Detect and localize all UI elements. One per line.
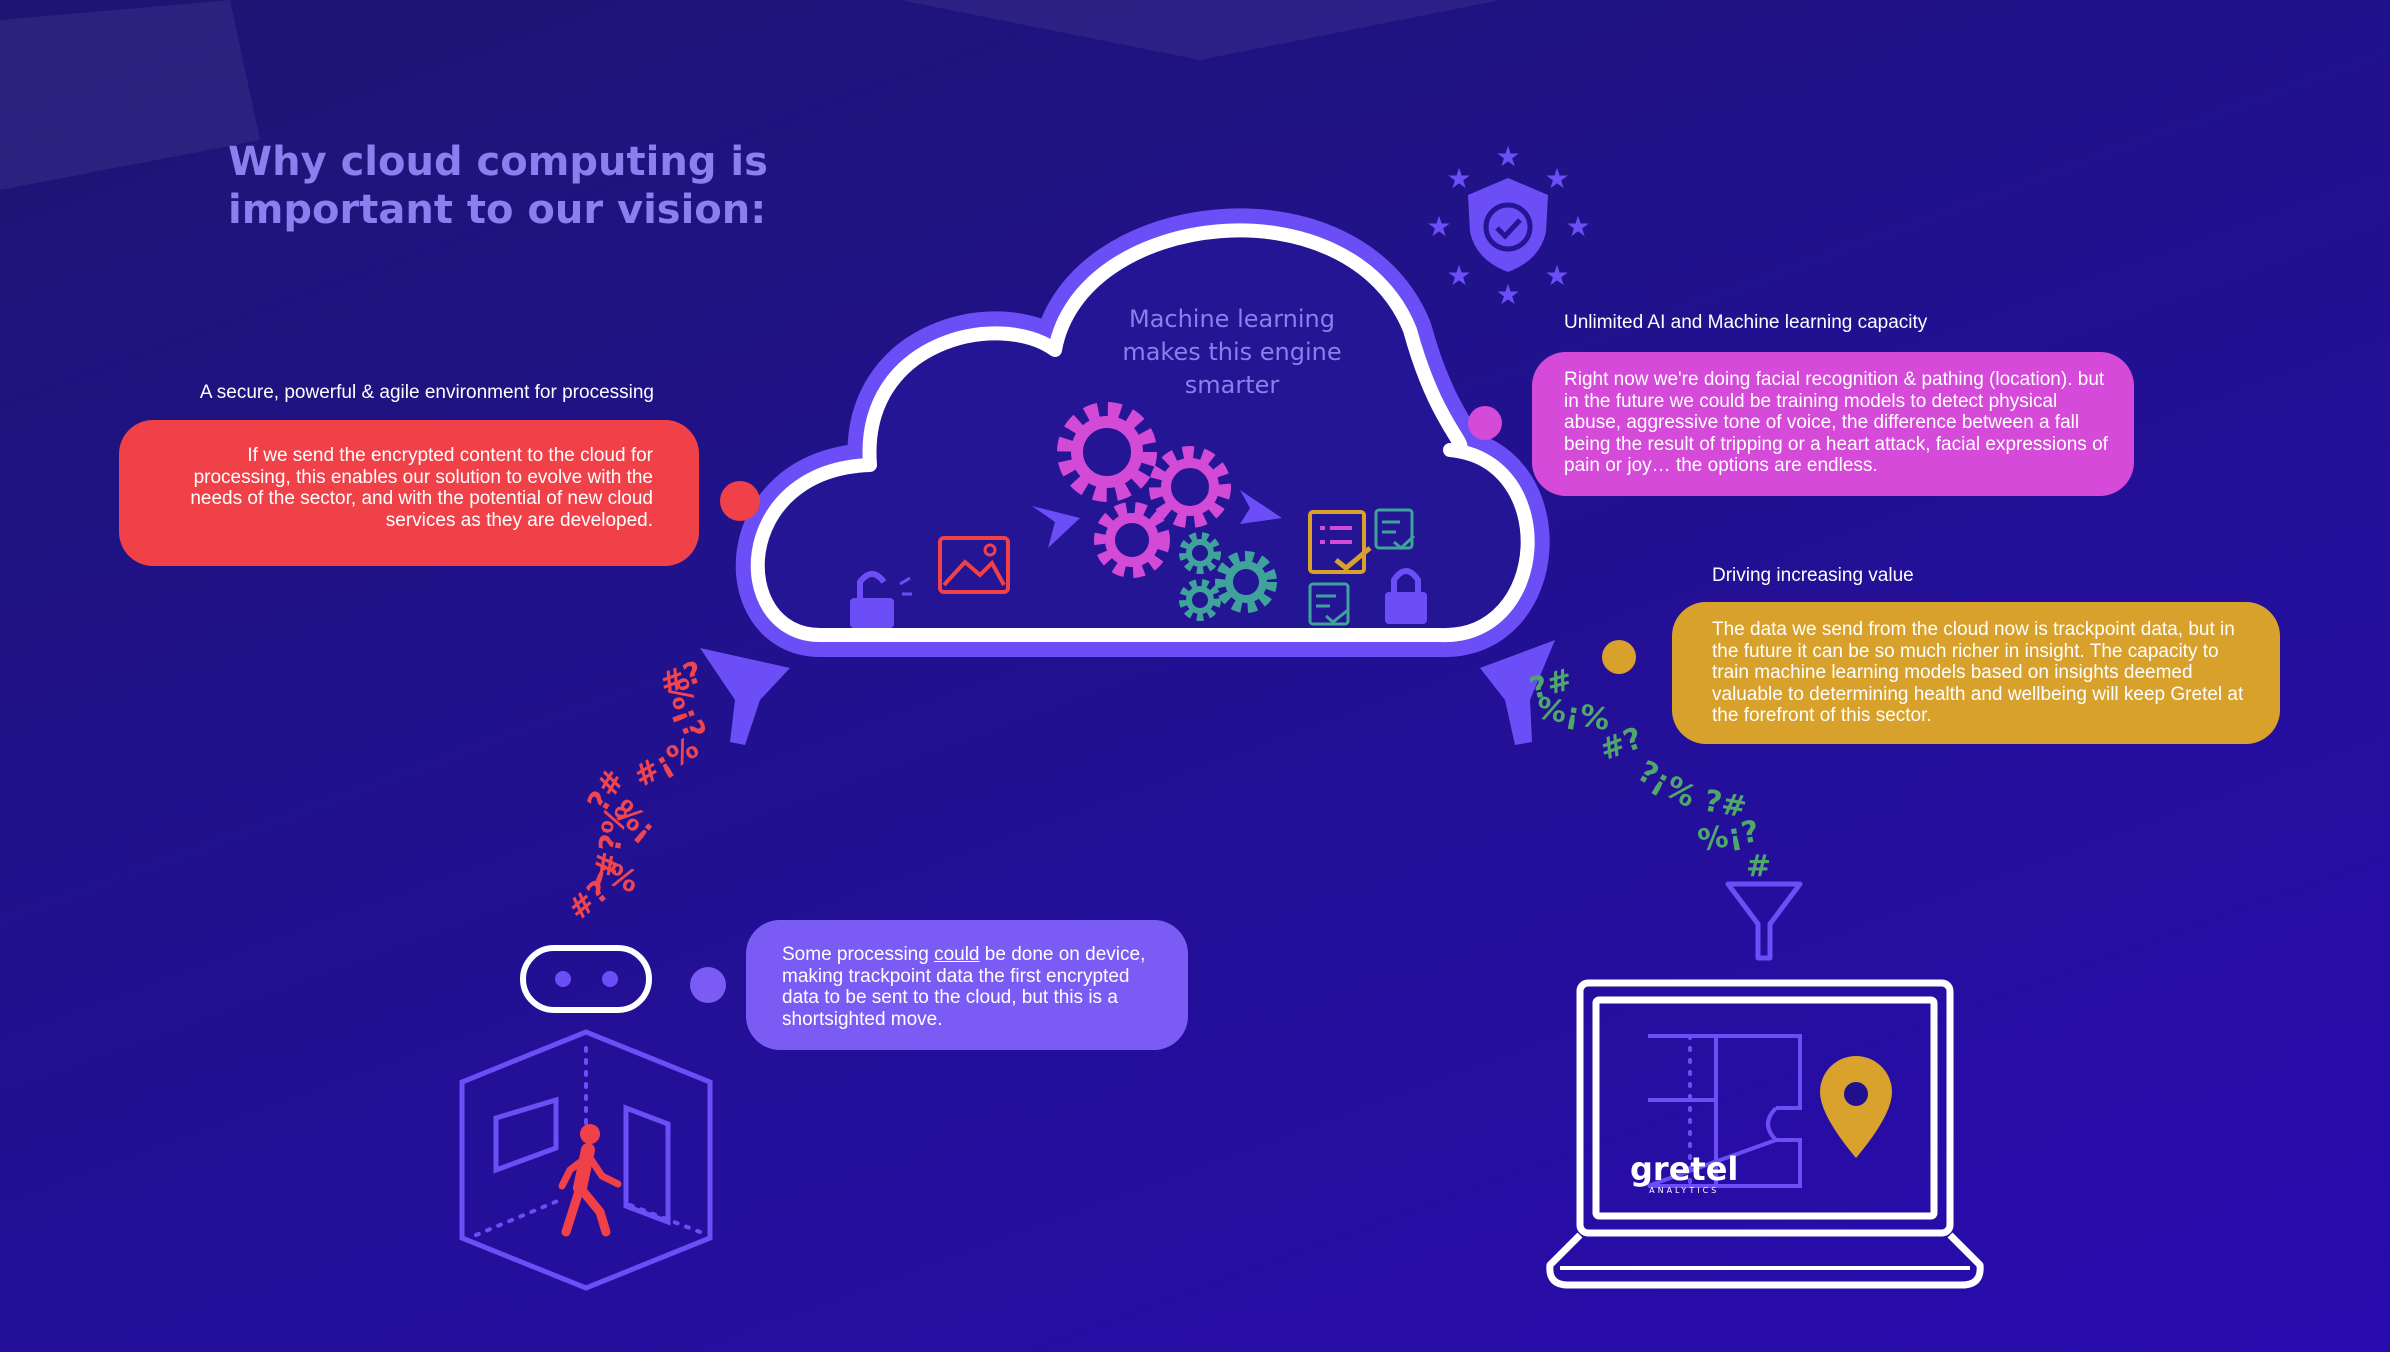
shield-check-icon	[1468, 178, 1548, 272]
output-arrow-icon	[1240, 490, 1282, 524]
ai-bubble: Right now we're doing facial recognition…	[1532, 352, 2134, 496]
secure-connector-dot	[720, 481, 760, 521]
magenta-gear-medium-icon	[1149, 446, 1231, 528]
laptop-icon	[1546, 979, 1984, 1289]
svg-text:★: ★	[1446, 162, 1471, 195]
value-heading: Driving increasing value	[1712, 565, 1914, 586]
ai-connector-dot	[1468, 406, 1502, 440]
gretel-logo: gretel ANALYTICS	[1630, 1152, 1738, 1195]
cloud-ml-line1: Machine learning	[1128, 305, 1335, 333]
device-connector-dot	[690, 967, 726, 1003]
device-text-link: could	[934, 944, 980, 965]
location-pin-icon	[1820, 1056, 1892, 1158]
data-funnel-icon	[1725, 881, 1803, 961]
teal-gear-top-icon	[1179, 532, 1221, 574]
page-title: Why cloud computing is important to our …	[228, 138, 768, 234]
teal-gear-large-icon	[1215, 551, 1277, 613]
page-title-line1: Why cloud computing is	[228, 139, 768, 185]
right-symbols-6: #	[1746, 849, 1772, 884]
walking-person-icon	[558, 1124, 622, 1237]
sensor-device-icon	[520, 945, 652, 1013]
svg-text:★: ★	[1565, 210, 1590, 243]
magenta-gear-small-icon	[1094, 502, 1170, 578]
svg-text:★: ★	[1544, 259, 1569, 292]
gretel-logo-name: gretel	[1630, 1150, 1739, 1188]
teal-gear-bottom-icon	[1179, 579, 1221, 621]
value-bubble: The data we send from the cloud now is t…	[1672, 602, 2280, 744]
cloud-ml-line2: makes this engine	[1122, 338, 1342, 366]
svg-text:★: ★	[1495, 278, 1520, 311]
magenta-gear-large-icon	[1057, 402, 1157, 502]
checklist-orange-icon	[1308, 510, 1372, 574]
checklist-teal-bottom-icon	[1308, 582, 1350, 626]
svg-text:★: ★	[1446, 259, 1471, 292]
secure-heading: A secure, powerful & agile environment f…	[199, 382, 654, 403]
checklist-teal-top-icon	[1374, 508, 1416, 551]
svg-text:★: ★	[1544, 162, 1569, 195]
secure-bubble: If we send the encrypted content to the …	[119, 420, 699, 566]
cloud-ml-caption: Machine learning makes this engine smart…	[1092, 303, 1372, 402]
background-streaks	[0, 0, 1500, 190]
stars-ring-icon: ★ ★ ★ ★ ★ ★ ★ ★	[1426, 140, 1590, 311]
image-icon	[938, 536, 1010, 594]
device-text-end: be done on device, making trackpoint dat…	[782, 944, 1146, 1030]
gretel-logo-tagline: ANALYTICS	[1649, 1186, 1720, 1195]
page-title-line2: important to our vision:	[228, 187, 767, 233]
svg-text:★: ★	[1495, 140, 1520, 173]
input-arrow-icon	[1032, 506, 1080, 548]
cloud-ml-line3: smarter	[1184, 371, 1280, 399]
ai-heading: Unlimited AI and Machine learning capaci…	[1564, 312, 1928, 333]
locked-padlock-icon	[1385, 568, 1427, 624]
device-bubble: Some processing could be done on device,…	[746, 920, 1188, 1050]
left-cloud-funnel	[700, 648, 790, 745]
device-text-start: Some processing	[782, 944, 935, 965]
svg-text:★: ★	[1426, 210, 1451, 243]
room-hexagon-icon	[459, 1029, 713, 1291]
value-connector-dot	[1602, 640, 1636, 674]
floor-plan-icon	[1647, 1034, 1802, 1188]
unlocked-padlock-icon	[850, 571, 912, 628]
right-cloud-funnel	[1480, 640, 1555, 745]
